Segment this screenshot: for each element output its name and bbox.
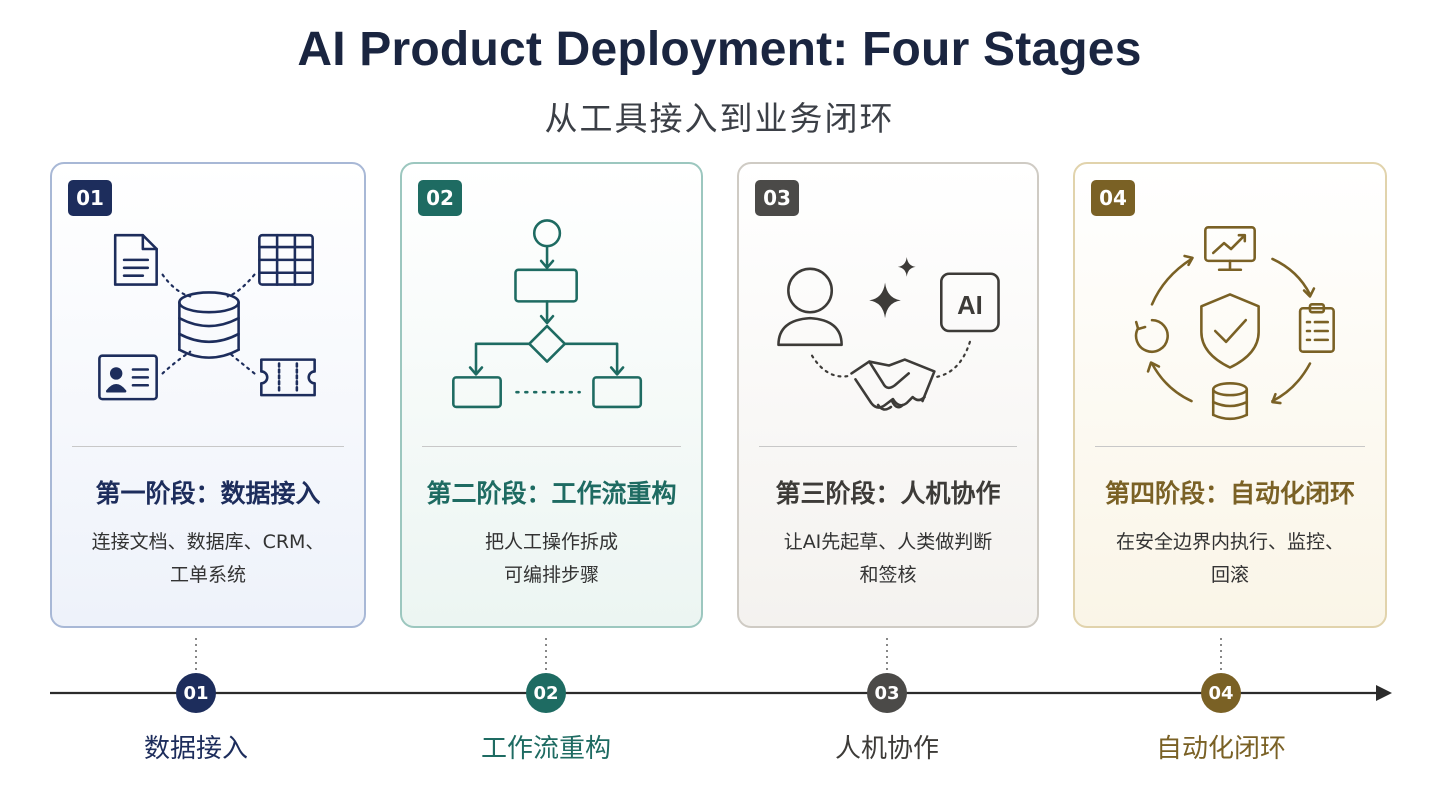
shield-check-icon	[1200, 293, 1260, 369]
collaboration-illustration: AI	[777, 256, 1000, 411]
timeline: 01 02 03 04 数据接入 工作流重构 人机协作 自动化闭环	[0, 630, 1439, 809]
refresh-icon	[1134, 318, 1169, 353]
timeline-node-4: 04	[1201, 673, 1241, 713]
card-divider	[1095, 446, 1365, 447]
timeline-axis	[50, 638, 1392, 701]
stage-description-line: 让AI先起草、人类做判断	[783, 531, 993, 553]
table-icon	[258, 233, 314, 286]
ai-chip-icon	[940, 272, 1000, 333]
page-subtitle: 从工具接入到业务闭环	[544, 99, 895, 138]
stage-description-line: 把人工操作拆成	[484, 531, 618, 553]
stage-number-badge: 03	[755, 180, 799, 216]
stage-card-4: 04 第四阶段：自动	[1073, 162, 1387, 628]
stage-description: 把人工操作拆成 可编排步骤	[420, 526, 683, 592]
clipboard-icon	[1298, 303, 1335, 353]
stage-description-line: 回滚	[1210, 564, 1249, 586]
data-integration-illustration	[98, 233, 316, 401]
timeline-label-1: 数据接入	[143, 734, 248, 764]
document-icon	[113, 233, 158, 286]
connector-lines	[161, 273, 256, 375]
flowchart-icon	[452, 219, 643, 409]
page-title: AI Product Deployment: Four Stages	[297, 23, 1142, 76]
timeline-label-4: 自动化闭环	[1155, 734, 1286, 764]
stage-title: 第一阶段：数据接入	[95, 479, 321, 508]
ticket-icon	[260, 358, 316, 397]
stage-title: 第四阶段：自动化闭环	[1104, 479, 1355, 508]
id-card-icon	[98, 354, 158, 401]
workflow-illustration	[452, 219, 643, 409]
stage-description-line: 和签核	[859, 564, 917, 586]
stage-description-line: 在安全边界内执行、监控、	[1115, 531, 1344, 553]
timeline-label-3: 人机协作	[834, 734, 939, 764]
database-icon	[1211, 382, 1249, 421]
cycle-arrows-icon	[1146, 254, 1316, 405]
database-icon	[178, 291, 240, 359]
stage-description: 在安全边界内执行、监控、 回滚	[1093, 526, 1367, 592]
stage-card-3: 03 AI 第三阶段：人机协作 让AI先起草、人类做判断 和签核	[737, 162, 1039, 628]
timeline-label-2: 工作流重构	[480, 734, 611, 764]
timeline-node-2: 02	[526, 673, 566, 713]
stage-number-badge: 04	[1091, 180, 1135, 216]
stage-number-badge: 02	[418, 180, 462, 216]
timeline-node-1: 01	[176, 673, 216, 713]
timeline-connectors	[195, 638, 1222, 670]
automation-loop-illustration	[1134, 226, 1335, 421]
stage-description-line: 连接文档、数据库、CRM、	[91, 531, 325, 553]
stage-description-line: 工单系统	[169, 564, 246, 586]
stage-number-badge: 01	[68, 180, 112, 216]
monitor-chart-icon	[1204, 226, 1256, 272]
card-divider	[72, 446, 344, 447]
ai-chip-label: AI	[957, 292, 983, 320]
stage-title: 第三阶段：人机协作	[775, 479, 1001, 508]
timeline-node-3: 03	[867, 673, 907, 713]
card-divider	[759, 446, 1017, 447]
card-divider	[422, 446, 681, 447]
stage-title: 第二阶段：工作流重构	[426, 479, 677, 508]
sparkle-icon	[869, 256, 916, 319]
person-icon	[777, 267, 843, 347]
stage-description: 让AI先起草、人类做判断 和签核	[757, 526, 1019, 592]
stage-card-1: 01	[50, 162, 366, 628]
stage-card-2: 02 第二阶段：工作流重构 把人工操作拆成 可编排步骤	[400, 162, 703, 628]
timeline-arrow-icon	[1376, 685, 1392, 701]
stage-description-line: 可编排步骤	[503, 564, 599, 586]
handshake-icon	[850, 358, 936, 411]
connector-lines	[810, 340, 971, 379]
stage-description: 连接文档、数据库、CRM、 工单系统	[70, 526, 346, 592]
